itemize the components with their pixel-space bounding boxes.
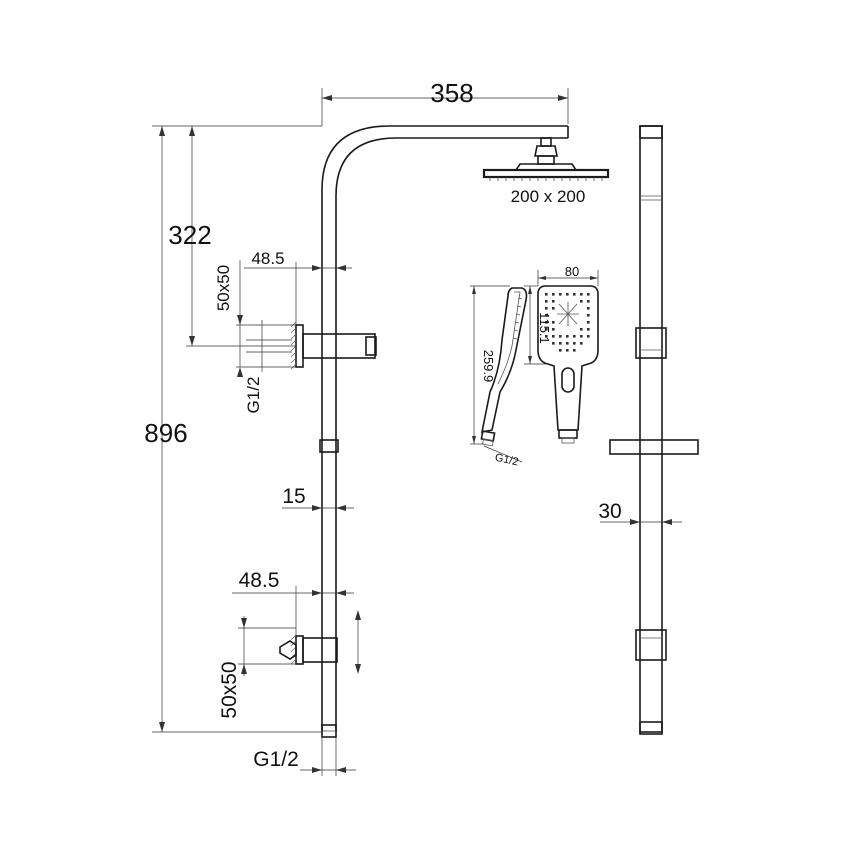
dim-upper-bracket-offset xyxy=(244,262,352,325)
rail-diameter-label: 15 xyxy=(282,485,305,508)
total-height-label: 896 xyxy=(144,418,187,448)
dim-bottom-thread xyxy=(300,737,356,776)
side-rail-view xyxy=(609,125,699,735)
lower-bracket-plate-label: 50x50 xyxy=(218,661,241,718)
bottom-thread-label: G1/2 xyxy=(253,748,299,771)
dim-upper-bracket-plate xyxy=(236,260,296,377)
handset-length-label: 259.9 xyxy=(481,350,496,383)
rail-collar xyxy=(319,439,339,453)
dim-side-rail-width xyxy=(600,519,682,525)
front-shower-rail xyxy=(321,125,569,738)
upper-bracket-plate-label: 50x50 xyxy=(214,265,233,311)
dim-total-height xyxy=(152,125,322,733)
slide-range-arrow xyxy=(355,610,361,674)
handset-side-view xyxy=(480,287,528,447)
lower-bracket-offset-label: 48.5 xyxy=(239,569,280,592)
dim-handset-head-length xyxy=(524,285,548,365)
dim-lower-bracket-plate xyxy=(238,616,296,676)
handset-thread-leader xyxy=(483,445,523,463)
handset-head-length-label: 115.1 xyxy=(537,312,552,344)
upper-height-label: 322 xyxy=(168,220,211,250)
dim-rail-diameter xyxy=(282,505,354,511)
handset-front-view xyxy=(537,285,599,444)
head-size-label: 200 x 200 xyxy=(511,187,586,206)
shower-head xyxy=(482,137,610,181)
side-rail-width-label: 30 xyxy=(598,500,621,523)
upper-thread-label: G1/2 xyxy=(244,377,263,414)
arm-reach-label: 358 xyxy=(430,78,473,108)
dim-upper-height xyxy=(186,126,296,347)
handset-thread-label: G1/2 xyxy=(494,452,520,469)
upper-bracket-offset-label: 48.5 xyxy=(251,249,284,268)
dim-handset-width xyxy=(537,270,599,286)
dim-handset-length xyxy=(470,285,510,445)
lower-wall-bracket xyxy=(279,634,338,665)
handset-width-label: 80 xyxy=(565,264,579,279)
upper-wall-bracket xyxy=(290,321,377,370)
dim-arm-reach xyxy=(321,88,569,126)
